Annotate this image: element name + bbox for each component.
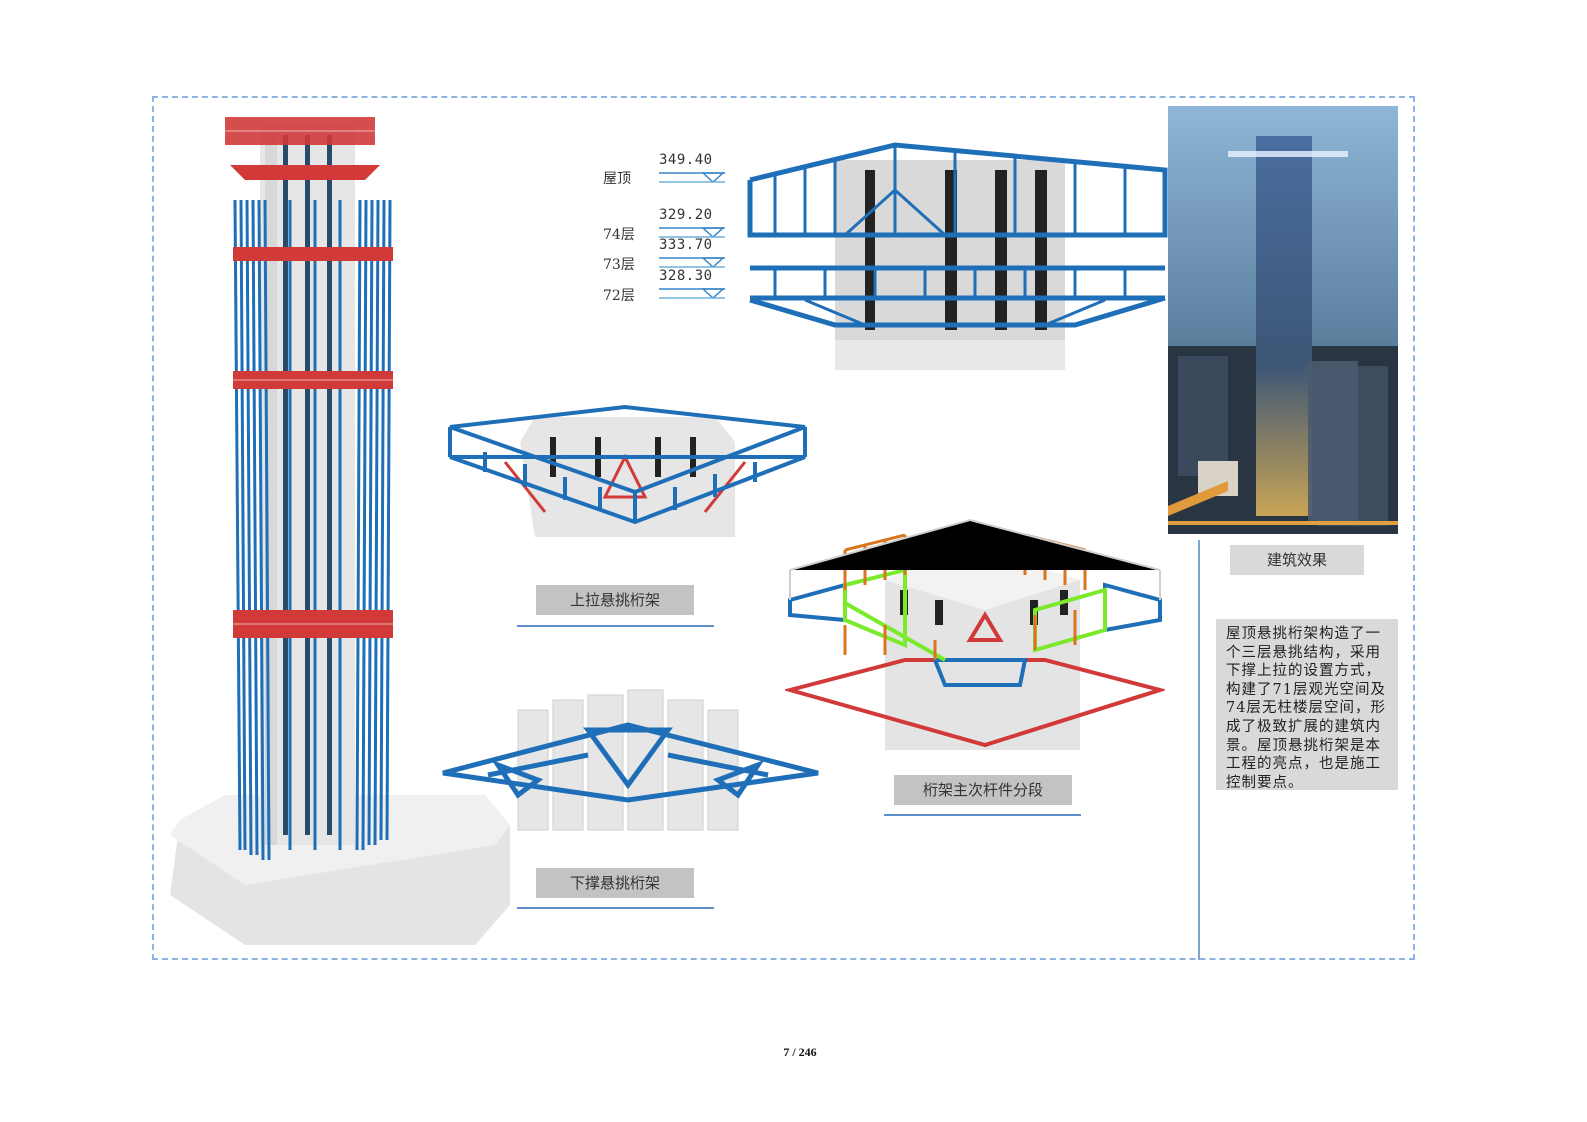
elevation-marker-icon xyxy=(659,172,725,184)
upper-pull-truss-figure xyxy=(445,402,810,552)
elevation-marker-icon xyxy=(659,257,725,269)
description-line: 景。屋顶悬挑桁架是本 xyxy=(1226,737,1381,754)
caption-upper-pull-truss: 上拉悬挑桁架 xyxy=(536,585,694,615)
description-line: 74层无柱楼层空间，形 xyxy=(1226,700,1386,717)
page-number: 7 / 246 xyxy=(783,1045,817,1059)
description-line: 控制要点。 xyxy=(1226,774,1304,791)
roof-truss-figure xyxy=(745,140,1170,375)
column-divider xyxy=(1198,540,1200,960)
description-line: 个三层悬挑结构，采用 xyxy=(1226,644,1381,661)
description-line: 下撑上拉的设置方式， xyxy=(1226,663,1381,680)
level-elevation-74: 329.20 xyxy=(659,207,713,223)
caption-underline xyxy=(517,625,714,627)
page-frame xyxy=(152,96,1415,960)
caption-truss-segmentation: 桁架主次杆件分段 xyxy=(894,775,1072,805)
caption-underline xyxy=(884,814,1081,816)
elevation-marker-icon xyxy=(659,227,725,239)
level-name-74: 74层 xyxy=(603,227,635,243)
caption-building-rendering: 建筑效果 xyxy=(1230,545,1364,575)
level-elevation-table: 349.40 屋顶 329.20 74层 333.70 73层 328.30 7… xyxy=(603,150,733,310)
level-name-72: 72层 xyxy=(603,288,635,304)
description-text-box: 屋顶悬挑桁架构造了一 个三层悬挑结构，采用 下撑上拉的设置方式， 构建了71层观… xyxy=(1216,619,1398,791)
level-elevation-73: 333.70 xyxy=(659,237,713,253)
level-name-73: 73层 xyxy=(603,257,635,273)
description-line: 构建了71层观光空间及 xyxy=(1226,681,1386,698)
truss-segmentation-figure xyxy=(785,515,1165,760)
level-elevation-72: 328.30 xyxy=(659,268,713,284)
description-line: 成了极致扩展的建筑内 xyxy=(1226,718,1381,735)
lower-support-truss-figure xyxy=(438,685,823,835)
description-line: 屋顶悬挑桁架构造了一 xyxy=(1226,626,1381,642)
level-name-roof: 屋顶 xyxy=(603,171,631,187)
description-line: 工程的亮点，也是施工 xyxy=(1226,756,1381,773)
elevation-marker-icon xyxy=(659,288,725,300)
tower-model-figure xyxy=(165,105,510,950)
caption-lower-support-truss: 下撑悬挑桁架 xyxy=(536,868,694,898)
level-elevation-roof: 349.40 xyxy=(659,152,713,168)
caption-underline xyxy=(517,907,714,909)
building-rendering-image xyxy=(1168,106,1398,534)
